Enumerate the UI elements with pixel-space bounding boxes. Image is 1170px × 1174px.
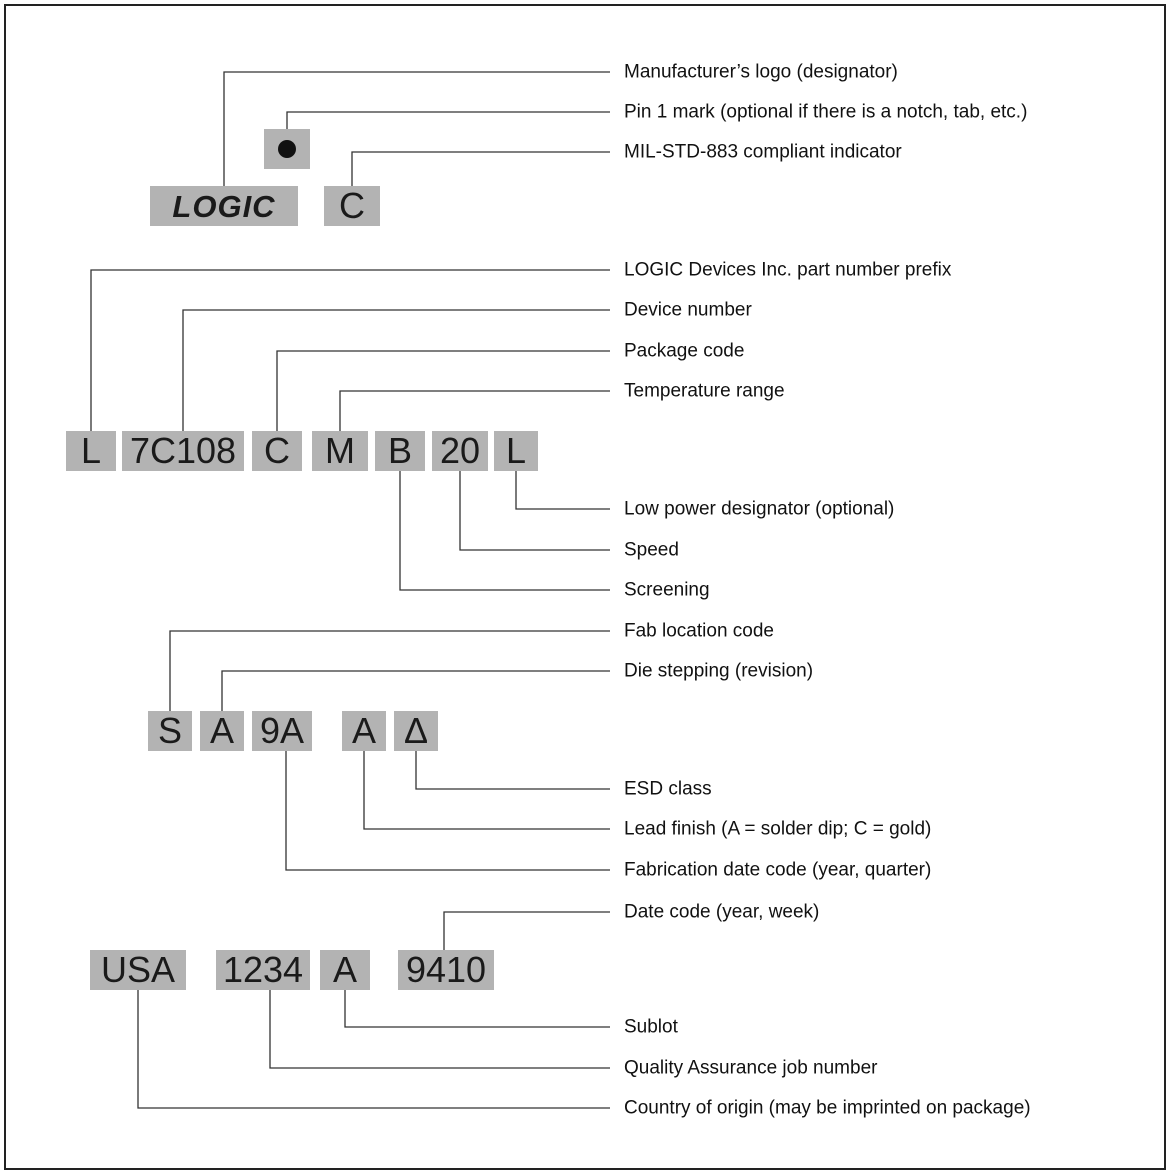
leader-fabdate [285,751,610,871]
label-fab-location: Fab location code [624,620,774,642]
die-stepping-box: A [200,711,244,751]
label-device-number: Device number [624,299,752,321]
label-pin1-mark: Pin 1 mark (optional if there is a notch… [624,101,1028,123]
label-qa-job: Quality Assurance job number [624,1057,878,1079]
leader-package [276,350,610,431]
leader-esd [415,751,610,790]
leader-speed [459,471,610,551]
leader-logo [223,71,610,186]
leader-device [182,309,610,431]
pin1-mark-box [264,129,310,169]
label-package-code: Package code [624,340,745,362]
screening-box: B [375,431,425,471]
leader-fab-location [169,630,610,711]
leader-temp [339,390,610,431]
temperature-range-box: M [312,431,368,471]
leader-lowpower [515,471,610,510]
mil-indicator-box: C [324,186,380,226]
country-box: USA [90,950,186,990]
logo-box: LOGIC [150,186,298,226]
date-code-box: 9410 [398,950,494,990]
label-die-stepping: Die stepping (revision) [624,660,814,682]
leader-mil [351,151,610,186]
leader-date [443,911,610,950]
leader-country [137,990,610,1109]
speed-box: 20 [432,431,488,471]
low-power-box: L [494,431,538,471]
sublot-box: A [320,950,370,990]
label-part-prefix: LOGIC Devices Inc. part number prefix [624,259,952,281]
leader-finish [363,751,610,830]
label-temperature-range: Temperature range [624,380,785,402]
label-fab-date: Fabrication date code (year, quarter) [624,859,932,881]
leader-die-stepping [221,670,610,711]
diagram-frame [4,4,1166,1170]
fab-date-box: 9A [252,711,312,751]
leader-qa [269,990,610,1069]
label-speed: Speed [624,539,679,561]
leader-sublot [344,990,610,1028]
label-country: Country of origin (may be imprinted on p… [624,1097,1031,1119]
label-manufacturer-logo: Manufacturer’s logo (designator) [624,61,898,83]
leader-pin1 [286,111,610,129]
label-sublot: Sublot [624,1016,678,1038]
prefix-box: L [66,431,116,471]
esd-class-box: Δ [394,711,438,751]
label-mil-std-indicator: MIL-STD-883 compliant indicator [624,141,902,163]
leader-screening [399,471,610,591]
label-date-code: Date code (year, week) [624,901,820,923]
device-number-box: 7C108 [122,431,244,471]
qa-job-box: 1234 [216,950,310,990]
label-screening: Screening [624,579,710,601]
label-low-power: Low power designator (optional) [624,498,895,520]
lead-finish-box: A [342,711,386,751]
fab-location-box: S [148,711,192,751]
package-code-box: C [252,431,302,471]
leader-prefix [90,269,610,431]
label-lead-finish: Lead finish (A = solder dip; C = gold) [624,818,932,840]
label-esd-class: ESD class [624,778,712,800]
